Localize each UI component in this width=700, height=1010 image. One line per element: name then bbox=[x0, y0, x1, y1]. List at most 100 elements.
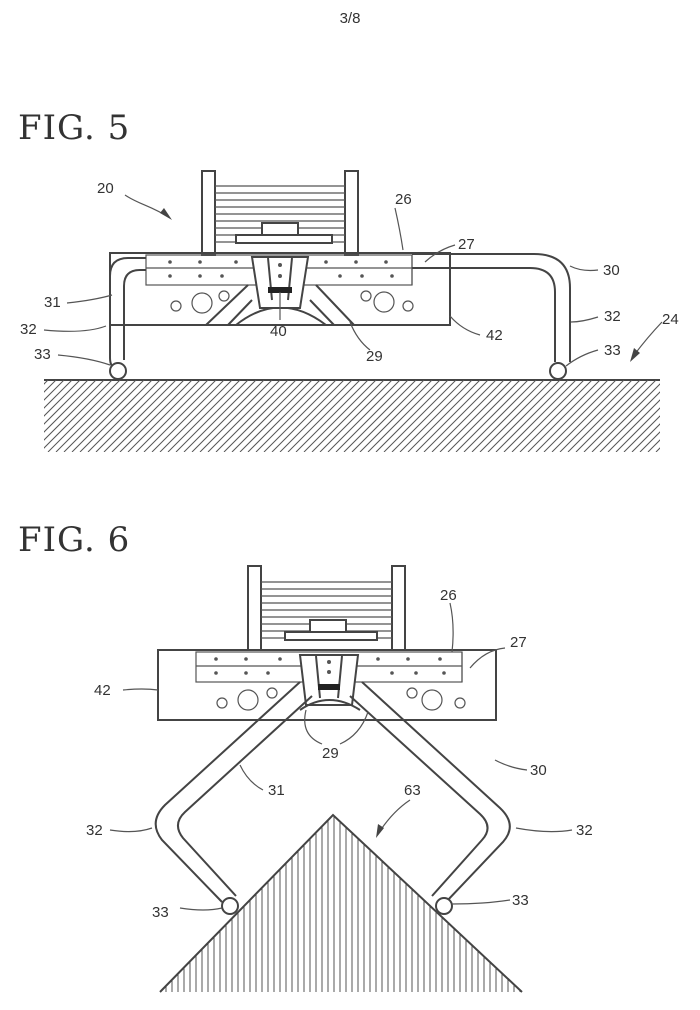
fig6-arch bbox=[299, 699, 361, 711]
hatch-line bbox=[591, 383, 660, 452]
page-number: 3/8 bbox=[339, 10, 361, 27]
hatch-line bbox=[527, 380, 601, 452]
hatch-line bbox=[143, 380, 217, 452]
rivet-dot bbox=[234, 260, 238, 264]
hatch-line bbox=[0, 380, 32, 452]
hatch-line bbox=[559, 380, 633, 452]
hatch-line bbox=[199, 380, 273, 452]
hatch-line bbox=[680, 380, 700, 452]
rivet-dot bbox=[438, 657, 442, 661]
hatch-line bbox=[119, 380, 193, 452]
hatch-line bbox=[415, 380, 489, 452]
hatch-line bbox=[696, 380, 700, 452]
fig5-ground-hatching bbox=[0, 380, 700, 452]
hatch-line bbox=[175, 380, 249, 452]
rivet-dot bbox=[244, 671, 248, 675]
hatch-line bbox=[44, 380, 105, 441]
hatch-line bbox=[247, 380, 321, 452]
fig6-holes bbox=[216, 687, 466, 711]
hatch-line bbox=[567, 380, 641, 452]
hatch-line bbox=[55, 380, 129, 452]
hatch-line bbox=[335, 380, 409, 452]
rivet-dot bbox=[198, 274, 202, 278]
hatch-line bbox=[551, 380, 625, 452]
hatch-line bbox=[167, 380, 241, 452]
fig5-fin-stack bbox=[201, 170, 359, 256]
rivet-dot bbox=[406, 657, 410, 661]
hatch-line bbox=[111, 380, 185, 452]
hatch-line bbox=[295, 380, 369, 452]
rivet-dot bbox=[266, 671, 270, 675]
hatch-line bbox=[47, 380, 121, 452]
hatch-line bbox=[191, 380, 265, 452]
rivet-dot bbox=[360, 274, 364, 278]
hatch-line bbox=[151, 380, 225, 452]
hatch-line bbox=[231, 380, 305, 452]
fig5-label-33-left: 33 bbox=[34, 346, 51, 363]
hatch-line bbox=[343, 380, 417, 452]
hatch-line bbox=[688, 380, 700, 452]
figure-5-title: FIG. 5 bbox=[18, 108, 131, 148]
rivet-dot bbox=[338, 274, 342, 278]
hatch-line bbox=[0, 380, 40, 452]
fig5-brackets-29 bbox=[205, 284, 355, 326]
rivet-dot bbox=[354, 260, 358, 264]
fig5-foot-33-right bbox=[549, 362, 567, 380]
rivet-dot bbox=[220, 274, 224, 278]
fig5-leg-30-outer bbox=[412, 253, 571, 362]
hatch-line bbox=[431, 380, 505, 452]
hatch-line bbox=[639, 431, 660, 452]
fig6-label-33-left: 33 bbox=[152, 904, 169, 921]
hatch-line bbox=[519, 380, 593, 452]
rivet-dot bbox=[442, 671, 446, 675]
hatch-line bbox=[303, 380, 377, 452]
hatch-line bbox=[399, 380, 473, 452]
hatch-line bbox=[607, 399, 660, 452]
hatch-line bbox=[287, 380, 361, 452]
hatch-line bbox=[583, 380, 657, 452]
hatch-line bbox=[263, 380, 337, 452]
fig6-v-ground-hatching bbox=[160, 815, 521, 992]
rivet-dot bbox=[278, 657, 282, 661]
hatch-line bbox=[271, 380, 345, 452]
hatch-line bbox=[495, 380, 569, 452]
hatch-line bbox=[63, 380, 137, 452]
hatch-line bbox=[44, 380, 57, 393]
fig5-holes bbox=[170, 290, 414, 314]
hatch-line bbox=[664, 380, 700, 452]
hatch-line bbox=[511, 380, 585, 452]
hatch-line bbox=[672, 380, 700, 452]
hatch-line bbox=[543, 380, 617, 452]
hatch-line bbox=[463, 380, 537, 452]
hatch-line bbox=[135, 380, 209, 452]
hatch-line bbox=[183, 380, 257, 452]
hatch-line bbox=[407, 380, 481, 452]
fig5-label-27: 27 bbox=[458, 236, 475, 253]
hatch-line bbox=[447, 380, 521, 452]
hatch-line bbox=[279, 380, 353, 452]
rivet-dot bbox=[414, 671, 418, 675]
hatch-line bbox=[103, 380, 177, 452]
fig6-foot-33-right bbox=[435, 897, 453, 915]
hatch-line bbox=[351, 380, 425, 452]
fig5-label-32-left: 32 bbox=[20, 321, 37, 338]
rivet-dot bbox=[214, 657, 218, 661]
hatch-line bbox=[239, 380, 313, 452]
hatch-line bbox=[159, 380, 233, 452]
fig5-label-33-right: 33 bbox=[604, 342, 621, 359]
fig5-label-26: 26 bbox=[395, 191, 412, 208]
rivet-dot bbox=[198, 260, 202, 264]
fig6-label-27: 27 bbox=[510, 634, 527, 651]
fig6-label-31: 31 bbox=[268, 782, 285, 799]
hatch-line bbox=[615, 407, 660, 452]
fig5-clamp-40 bbox=[250, 256, 310, 309]
fig5-label-42: 42 bbox=[486, 327, 503, 344]
fig6-label-32-right: 32 bbox=[576, 822, 593, 839]
hatch-line bbox=[655, 447, 660, 452]
hatch-line bbox=[599, 391, 660, 452]
fig5-label-20: 20 bbox=[97, 180, 114, 197]
fig6-label-32-left: 32 bbox=[86, 822, 103, 839]
fig6-label-30: 30 bbox=[530, 762, 547, 779]
fig6-foot-33-left bbox=[221, 897, 239, 915]
